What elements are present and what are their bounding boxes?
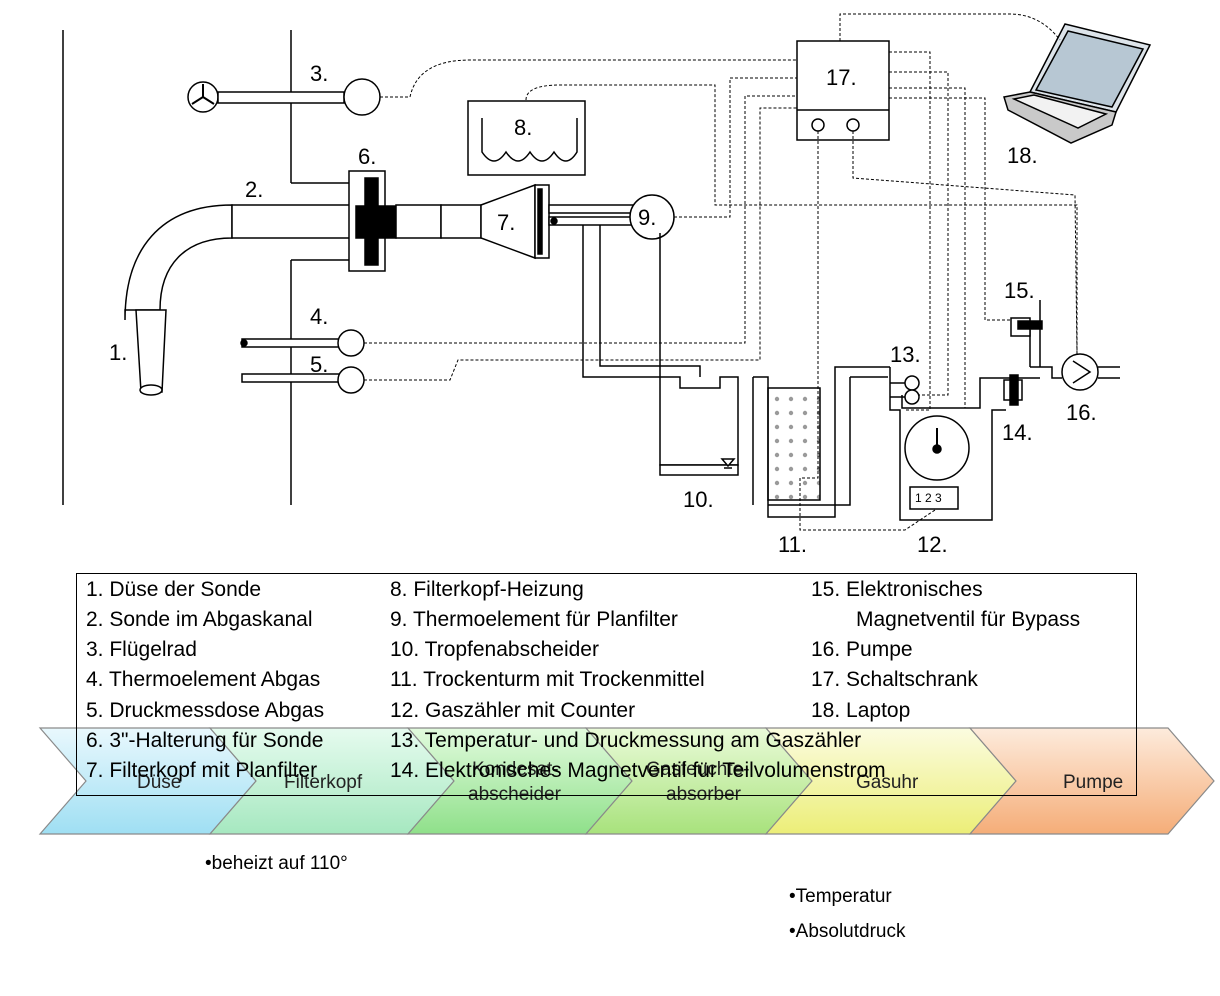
drying-tower bbox=[767, 387, 821, 501]
label-2: 2. bbox=[245, 177, 263, 202]
legend-item: 6. 3"-Halterung für Sonde bbox=[86, 729, 324, 752]
step-gasfeuchte-label-1: Gasfeuchte- bbox=[646, 759, 750, 780]
label-14: 14. bbox=[1002, 420, 1033, 445]
legend-item: 17. Schaltschrank bbox=[811, 668, 978, 691]
signal-lines bbox=[364, 13, 1078, 531]
legend-item: 14. Elektronisches Magnetventil für Teil… bbox=[390, 759, 886, 782]
legend-item: 1. Düse der Sonde bbox=[86, 578, 262, 601]
legend-box: 1. Düse der Sonde 2. Sonde im Abgaskanal… bbox=[76, 573, 1137, 796]
label-8: 8. bbox=[514, 115, 532, 140]
step-kondensat-label-2: abscheider bbox=[468, 784, 562, 805]
label-18: 18. bbox=[1007, 143, 1038, 168]
droplet-separator bbox=[659, 458, 739, 476]
label-9: 9. bbox=[638, 205, 656, 230]
label-5: 5. bbox=[310, 352, 328, 377]
legend-item: 12. Gaszähler mit Counter bbox=[390, 699, 636, 722]
vane-anemometer bbox=[187, 78, 381, 116]
filterkopf-note: •beheizt auf 110° bbox=[205, 853, 348, 874]
legend-item: 10. Tropfenabscheider bbox=[390, 638, 599, 661]
filter-head bbox=[440, 183, 675, 260]
filter-heater bbox=[467, 100, 586, 176]
label-10: 10. bbox=[683, 487, 714, 512]
legend-item: 4. Thermoelement Abgas bbox=[86, 668, 321, 691]
label-1: 1. bbox=[109, 340, 127, 365]
label-6: 6. bbox=[358, 144, 376, 169]
legend-item: 13. Temperatur- und Druckmessung am Gasz… bbox=[390, 729, 862, 752]
legend-item: 9. Thermoelement für Planfilter bbox=[390, 608, 678, 631]
gasuhr-note-temperature: •Temperatur bbox=[789, 886, 892, 907]
legend-item: 18. Laptop bbox=[811, 699, 911, 722]
gas-meter-sensors bbox=[890, 375, 920, 405]
probe bbox=[124, 204, 357, 396]
laptop-icon bbox=[1003, 23, 1152, 144]
label-7: 7. bbox=[497, 210, 515, 235]
label-16: 16. bbox=[1066, 400, 1097, 425]
probe-holder bbox=[348, 170, 442, 272]
legend-item: Magnetventil für Bypass bbox=[856, 608, 1081, 631]
step-duese-label: Düse bbox=[137, 772, 181, 793]
step-gasuhr-label: Gasuhr bbox=[856, 772, 919, 793]
legend-item: 16. Pumpe bbox=[811, 638, 913, 661]
control-cabinet bbox=[796, 40, 890, 141]
step-gasfeuchte-label-2: absorber bbox=[666, 784, 742, 805]
legend-item: 8. Filterkopf-Heizung bbox=[390, 578, 584, 601]
legend-item: 2. Sonde im Abgaskanal bbox=[86, 608, 313, 631]
gasuhr-note-pressure: •Absolutdruck bbox=[789, 921, 906, 942]
gas-line bbox=[582, 225, 1120, 521]
step-filterkopf-label: Filterkopf bbox=[284, 772, 363, 793]
label-4: 4. bbox=[310, 304, 328, 329]
counter-display: 1 2 3 bbox=[915, 491, 942, 505]
label-15: 15. bbox=[1004, 278, 1035, 303]
step-kondensat-label-1: Kondesat- bbox=[472, 759, 559, 780]
step-pumpe-label: Pumpe bbox=[1063, 772, 1123, 793]
legend-item: 11. Trockenturm mit Trockenmittel bbox=[390, 668, 705, 691]
solenoid-valves bbox=[1003, 317, 1043, 406]
flue-gas-sensors bbox=[240, 329, 365, 394]
pump bbox=[1061, 353, 1099, 391]
label-17: 17. bbox=[826, 65, 857, 90]
label-3: 3. bbox=[310, 61, 328, 86]
step-pumpe bbox=[968, 727, 1215, 835]
legend-item: 15. Elektronisches bbox=[811, 578, 983, 601]
label-11: 11. bbox=[778, 532, 807, 557]
gas-meter bbox=[904, 415, 970, 510]
process-chain bbox=[38, 727, 1215, 835]
legend-item: 5. Druckmessdose Abgas bbox=[86, 699, 325, 722]
label-13: 13. bbox=[890, 342, 921, 367]
legend-item: 3. Flügelrad bbox=[86, 638, 197, 661]
legend-item: 7. Filterkopf mit Planfilter bbox=[86, 759, 318, 782]
label-12: 12. bbox=[917, 532, 948, 557]
